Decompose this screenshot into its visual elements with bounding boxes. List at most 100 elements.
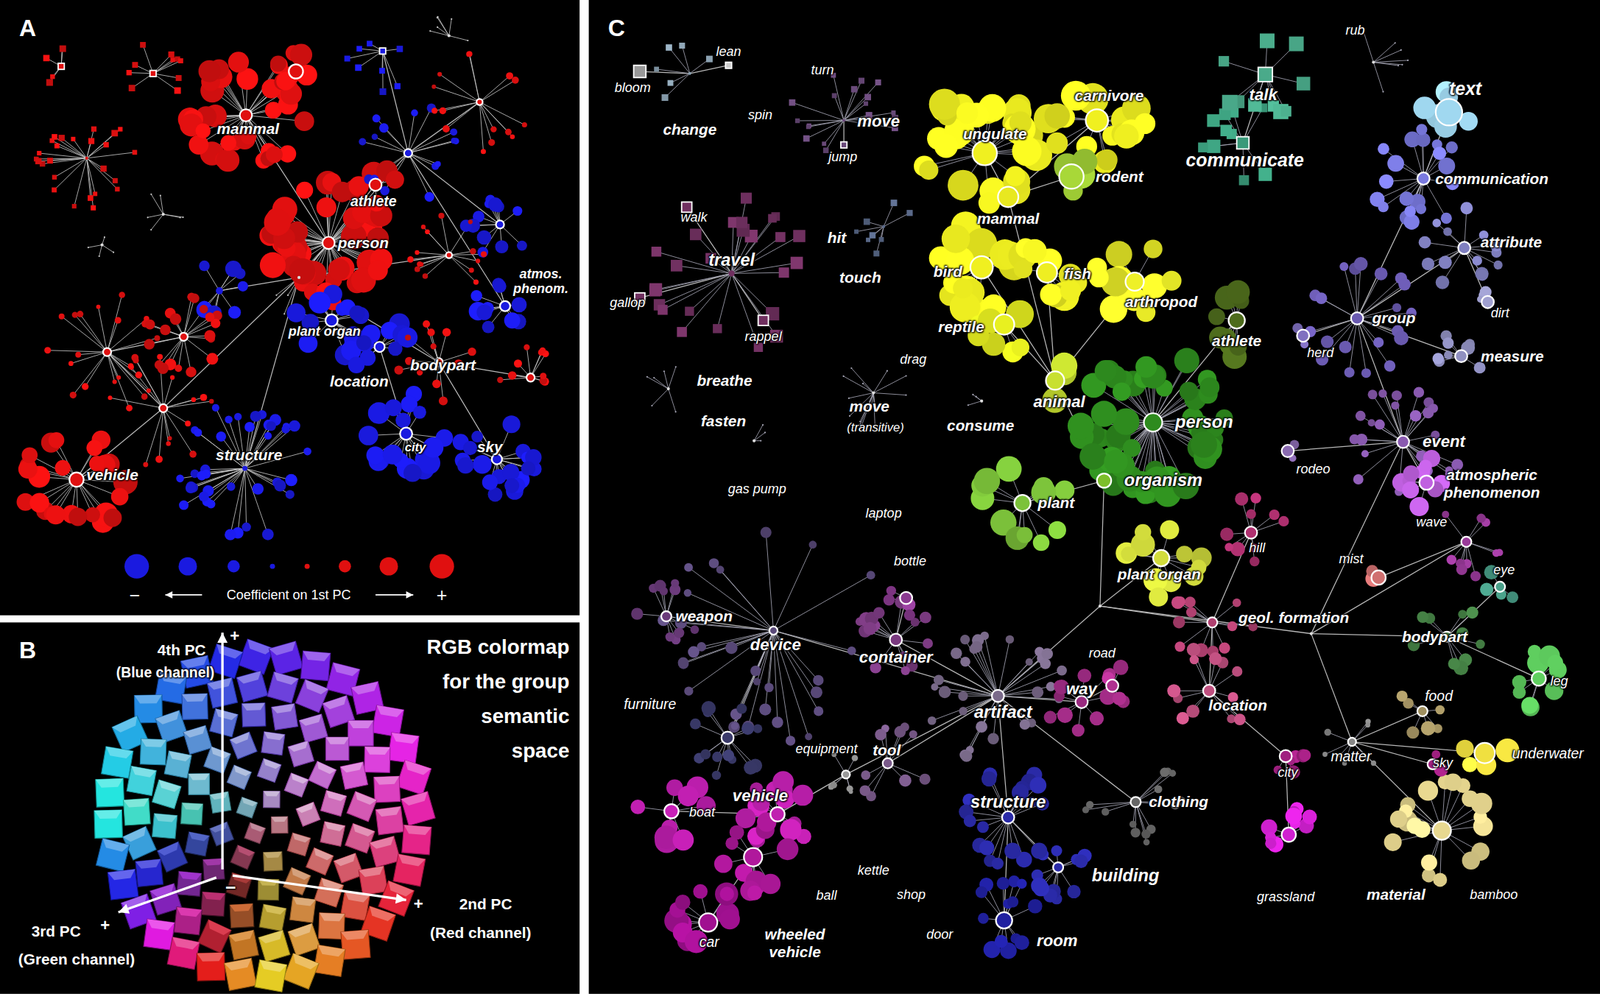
- legend-circle: [270, 564, 276, 570]
- concept-dot: [513, 359, 523, 368]
- tree-twig: [423, 226, 450, 255]
- tree-branch: [298, 153, 408, 278]
- concept-dot: [262, 528, 274, 541]
- concept-marker: [399, 427, 413, 441]
- concept-dot: [432, 379, 442, 389]
- tree-twig: [442, 102, 480, 112]
- tree-twig: [88, 245, 103, 248]
- tree-twig: [997, 639, 1010, 696]
- concept-dot: [422, 273, 429, 280]
- tree-twig: [42, 158, 87, 165]
- tree-twig: [469, 53, 481, 102]
- cube-top: [135, 859, 162, 870]
- cube-face: [95, 778, 125, 807]
- colour-cube: [393, 854, 426, 887]
- concept-dot: [200, 393, 208, 402]
- verb-square: [51, 187, 57, 193]
- cube-face: [271, 703, 299, 731]
- colour-cube: [155, 710, 188, 743]
- tree-twig: [163, 401, 212, 408]
- tree-twig: [183, 336, 191, 372]
- tree-twig: [163, 407, 193, 455]
- panel-ground: [589, 0, 1600, 994]
- colour-cube: [224, 957, 257, 991]
- cube-top: [236, 670, 263, 685]
- cube-top: [403, 825, 432, 836]
- concept-dot: [521, 461, 537, 477]
- cube-face: [95, 838, 129, 872]
- concept-dot: [206, 499, 216, 509]
- concept-dot: [263, 209, 291, 236]
- tree-twig: [410, 254, 449, 260]
- concept-dot: [196, 471, 207, 481]
- verb-square: [139, 41, 146, 48]
- cube-face: [256, 758, 281, 782]
- tree-twig: [99, 245, 103, 257]
- colour-cube: [95, 838, 129, 872]
- tree-twig: [441, 215, 449, 255]
- concept-dot: [203, 329, 216, 341]
- verb-square: [366, 40, 373, 47]
- concept-dot: [508, 371, 517, 380]
- cube-top: [290, 953, 319, 972]
- tree-twig: [70, 351, 107, 364]
- concept-dot: [385, 399, 403, 417]
- cube-face: [325, 737, 349, 760]
- colour-cube: [167, 937, 200, 970]
- colour-cube: [152, 779, 182, 809]
- verb-square: [59, 45, 67, 53]
- cube-face: [123, 798, 151, 826]
- concept-dot: [86, 439, 103, 456]
- tree-twig: [376, 118, 408, 154]
- cube-face: [135, 859, 164, 888]
- cube-top: [100, 838, 130, 854]
- concept-dot: [473, 279, 479, 285]
- concept-dot: [273, 479, 286, 492]
- concept-dot: [185, 483, 197, 495]
- tree-twig: [427, 231, 449, 256]
- colour-cube: [261, 731, 285, 756]
- cube-top: [167, 751, 193, 763]
- colour-cube: [287, 923, 321, 956]
- cube-face: [348, 720, 374, 746]
- colour-cube: [122, 826, 157, 861]
- verb-square: [47, 157, 54, 164]
- cube-top: [130, 766, 157, 779]
- tree-twig: [347, 50, 383, 59]
- concept-dot: [84, 507, 101, 523]
- cube-top: [107, 869, 137, 882]
- colour-cube: [375, 806, 404, 835]
- cube-face: [229, 731, 257, 760]
- colour-cube: [237, 639, 274, 675]
- cube-top: [390, 732, 419, 745]
- tree-twig: [479, 102, 484, 152]
- cube-top: [175, 907, 202, 918]
- cube-face: [152, 779, 182, 809]
- colour-cube: [135, 859, 164, 888]
- tree-branch: [407, 153, 506, 307]
- cube-face: [388, 732, 419, 764]
- tree-twig: [956, 653, 999, 696]
- tree-twig: [80, 314, 108, 353]
- colour-cube: [333, 853, 364, 883]
- concept-dot: [142, 462, 148, 468]
- tree-branch: [382, 50, 409, 154]
- concept-dot: [118, 291, 126, 299]
- concept-dot: [494, 240, 509, 254]
- verb-square: [70, 136, 76, 142]
- leaf-point: [150, 193, 152, 196]
- cube-top: [155, 710, 182, 727]
- concept-dot: [244, 421, 255, 433]
- tree-twig: [424, 254, 449, 277]
- concept-dot: [450, 137, 457, 144]
- tree-branch: [163, 277, 299, 408]
- concept-dot: [372, 114, 381, 123]
- tree-twig: [107, 295, 123, 353]
- concept-marker: [491, 454, 503, 465]
- leaf-point: [436, 16, 439, 18]
- concept-marker: [496, 220, 505, 229]
- tree-twig: [479, 75, 510, 103]
- tree-twig: [153, 73, 179, 79]
- concept-marker: [446, 251, 453, 258]
